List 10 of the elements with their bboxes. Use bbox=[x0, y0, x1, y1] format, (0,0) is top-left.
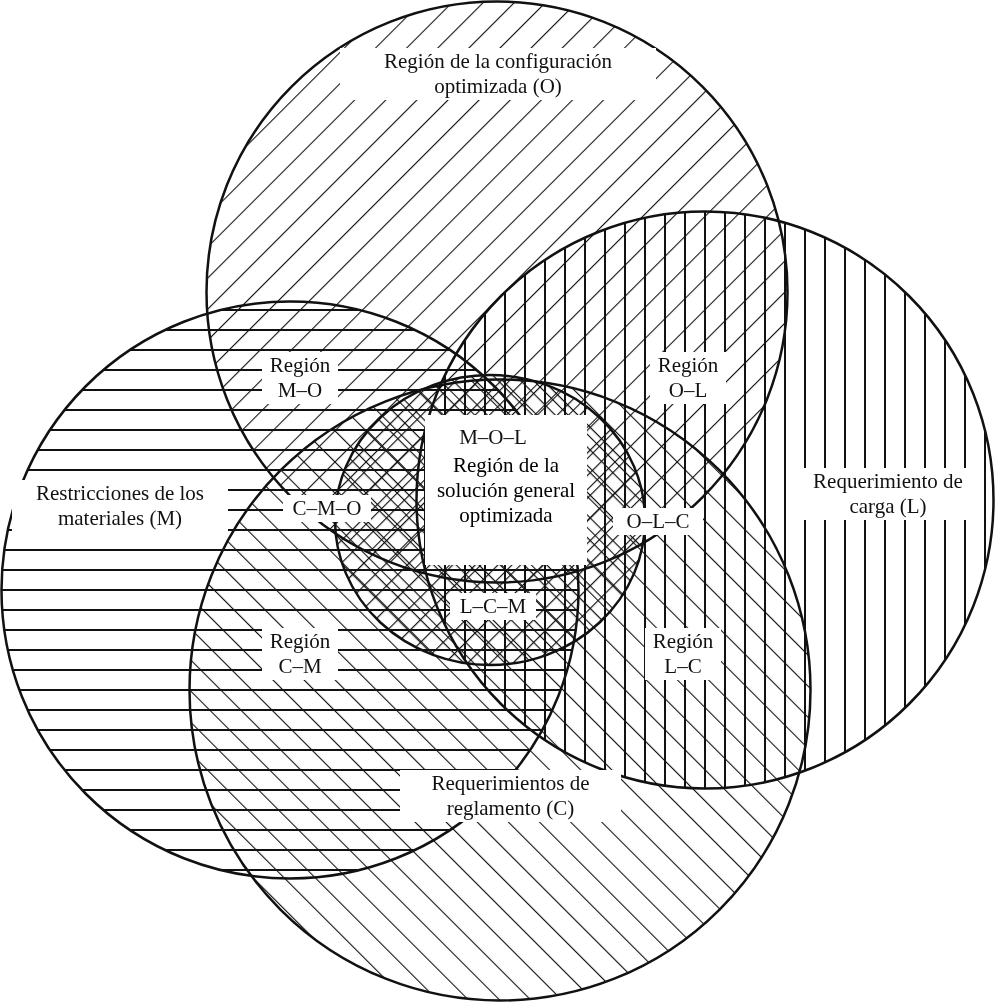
circle-label: Región de la configuración optimizada (O) bbox=[340, 48, 656, 100]
region-label: O–L–C bbox=[613, 508, 703, 535]
region-label: Región C–M bbox=[262, 628, 338, 680]
circle-label: Requerimientos de reglamento (C) bbox=[400, 770, 621, 822]
region-label: Región L–C bbox=[645, 628, 721, 680]
region-label: L–C–M bbox=[450, 593, 536, 620]
circle-label: Restricciones de los materiales (M) bbox=[12, 480, 228, 532]
region-label: Región M–O bbox=[262, 352, 338, 404]
region-label: C–M–O bbox=[283, 495, 371, 522]
region-label: Región O–L bbox=[650, 352, 726, 404]
